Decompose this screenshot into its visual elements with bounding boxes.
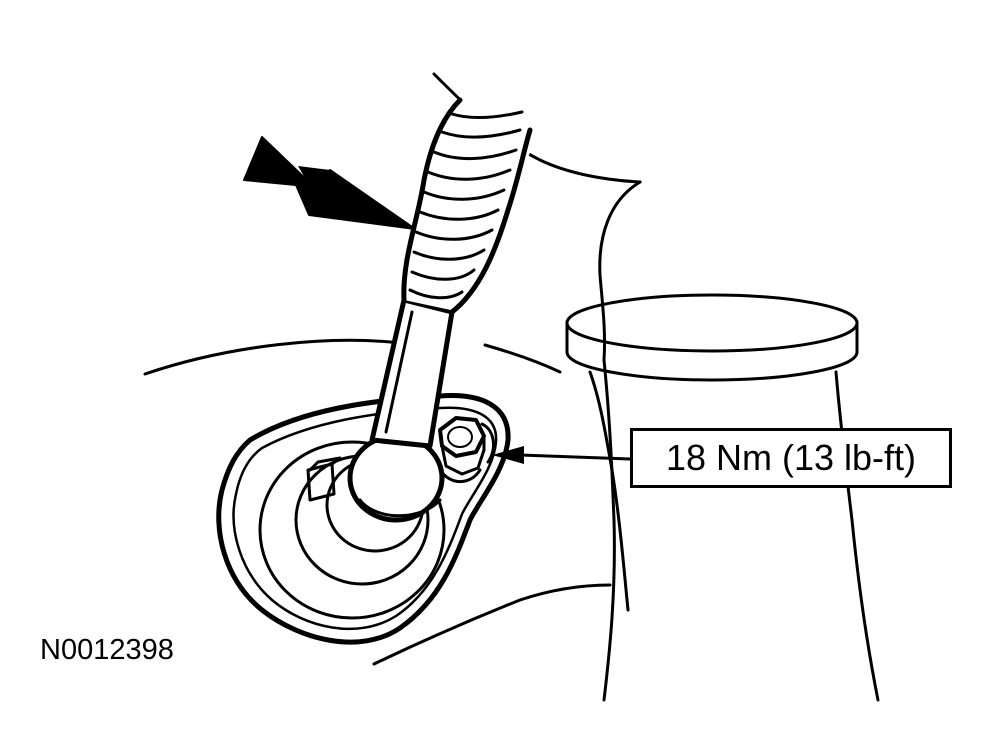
figure-id: N0012398	[40, 634, 174, 666]
housing-outline	[143, 72, 642, 702]
torque-callout: 18 Nm (13 lb-ft)	[630, 428, 952, 488]
strut-tube	[565, 293, 880, 702]
hex-bolt-icon	[438, 416, 495, 484]
torque-label: 18 Nm (13 lb-ft)	[665, 437, 917, 478]
direction-arrow-icon	[243, 136, 416, 230]
callout-arrow-icon	[492, 446, 631, 464]
wiring-harness	[369, 97, 540, 449]
sensor-head	[347, 433, 445, 523]
